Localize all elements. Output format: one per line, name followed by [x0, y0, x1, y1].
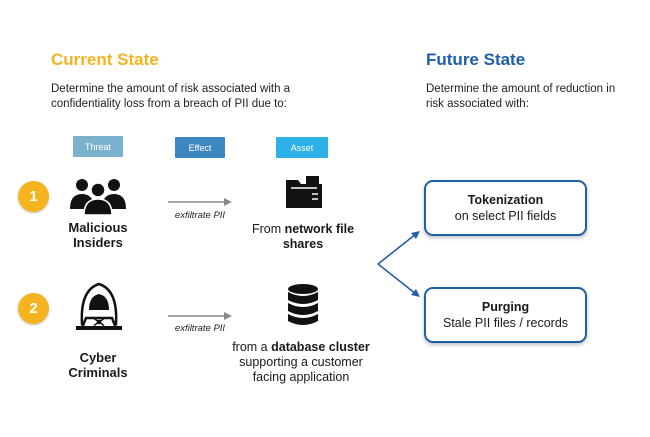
folder-icon	[286, 176, 322, 208]
purging-title: Purging	[481, 300, 530, 314]
row-1-number-badge: 1	[18, 181, 49, 212]
tokenization-title: Tokenization	[467, 193, 544, 207]
row-1-actor-line2: Insiders	[73, 235, 123, 250]
future-branch-arrows	[377, 231, 420, 297]
current-state-title: Current State	[51, 50, 159, 69]
row-1-asset-bold: network file shares	[282, 222, 355, 251]
row-1-actor-line1: Malicious	[68, 220, 128, 235]
tokenization-box: Tokenization on select PII fields	[424, 180, 587, 236]
row-2-actor-line1: Cyber	[79, 350, 117, 365]
row-2-number-badge: 2	[18, 293, 49, 324]
row-1-actor: Malicious Insiders	[58, 220, 138, 250]
purging-subtitle: Stale PII files / records	[442, 316, 569, 330]
threat-header: Threat	[73, 136, 123, 157]
people-group-icon	[70, 179, 126, 216]
row-2-effect-arrow	[168, 312, 232, 320]
hacker-icon	[76, 282, 122, 330]
tokenization-subtitle: on select PII fields	[454, 209, 557, 223]
row-1-asset-prefix: From	[251, 222, 285, 236]
row-1-effect-label: exfiltrate PII	[174, 210, 226, 221]
asset-header: Asset	[276, 137, 328, 158]
row-2-actor: Cyber Criminals	[58, 350, 138, 380]
row-2-actor-line2: Criminals	[68, 365, 128, 380]
future-state-title: Future State	[426, 50, 526, 69]
row-2-asset-prefix: from a	[232, 340, 272, 354]
future-state-description: Determine the amount of reduction in ris…	[426, 83, 616, 110]
effect-header: Effect	[175, 137, 225, 158]
row-1-asset: From network file shares	[236, 222, 370, 252]
row-2-asset-bold: database cluster	[271, 340, 370, 354]
row-2-effect-label: exfiltrate PII	[174, 323, 226, 334]
database-icon	[288, 284, 318, 325]
current-state-description: Determine the amount of risk associated …	[51, 83, 291, 110]
row-2-asset: from a database cluster supporting a cus…	[226, 340, 376, 385]
row-1-effect-arrow	[168, 198, 232, 206]
purging-box: Purging Stale PII files / records	[424, 287, 587, 343]
row-2-asset-suffix: supporting a customer facing application	[239, 355, 363, 384]
